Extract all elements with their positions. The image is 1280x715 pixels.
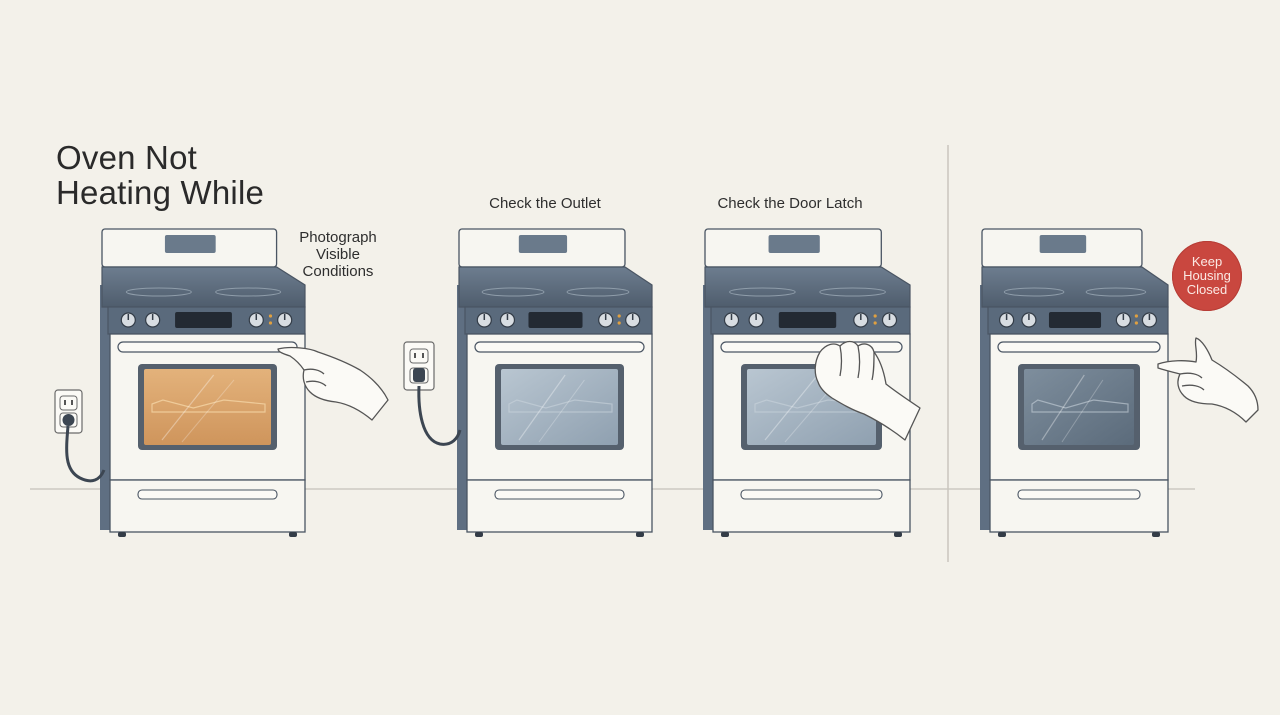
power-cord bbox=[417, 385, 462, 446]
wall-outlet bbox=[54, 389, 83, 434]
title-line-1: Oven Not bbox=[56, 139, 197, 176]
oven-illustration bbox=[457, 228, 653, 537]
step-label-outlet: Check the Outlet bbox=[489, 195, 601, 212]
badge-line: Closed bbox=[1186, 282, 1228, 297]
badge-line: Housing bbox=[1183, 268, 1231, 283]
power-cord bbox=[65, 425, 106, 483]
pointing-hand-icon bbox=[1157, 337, 1259, 423]
oven-illustration bbox=[100, 228, 306, 537]
pointing-hand-icon bbox=[277, 346, 389, 421]
title-line-2: Heating While bbox=[56, 174, 265, 211]
wall-outlet bbox=[403, 341, 435, 391]
badge-line: Keep bbox=[1191, 254, 1223, 269]
page-title: Oven Not Heating While bbox=[56, 140, 264, 210]
warning-badge: Keep Housing Closed bbox=[1172, 241, 1242, 311]
step-label-door-latch: Check the Door Latch bbox=[717, 195, 863, 212]
label-line: Photograph bbox=[299, 229, 377, 246]
hand-on-door-icon bbox=[814, 340, 921, 441]
oven-illustration bbox=[980, 228, 1169, 537]
step-label-photograph: Photograph Visible Conditions bbox=[285, 229, 391, 280]
label-line: Conditions bbox=[302, 263, 374, 280]
label-line: Visible bbox=[316, 246, 360, 263]
